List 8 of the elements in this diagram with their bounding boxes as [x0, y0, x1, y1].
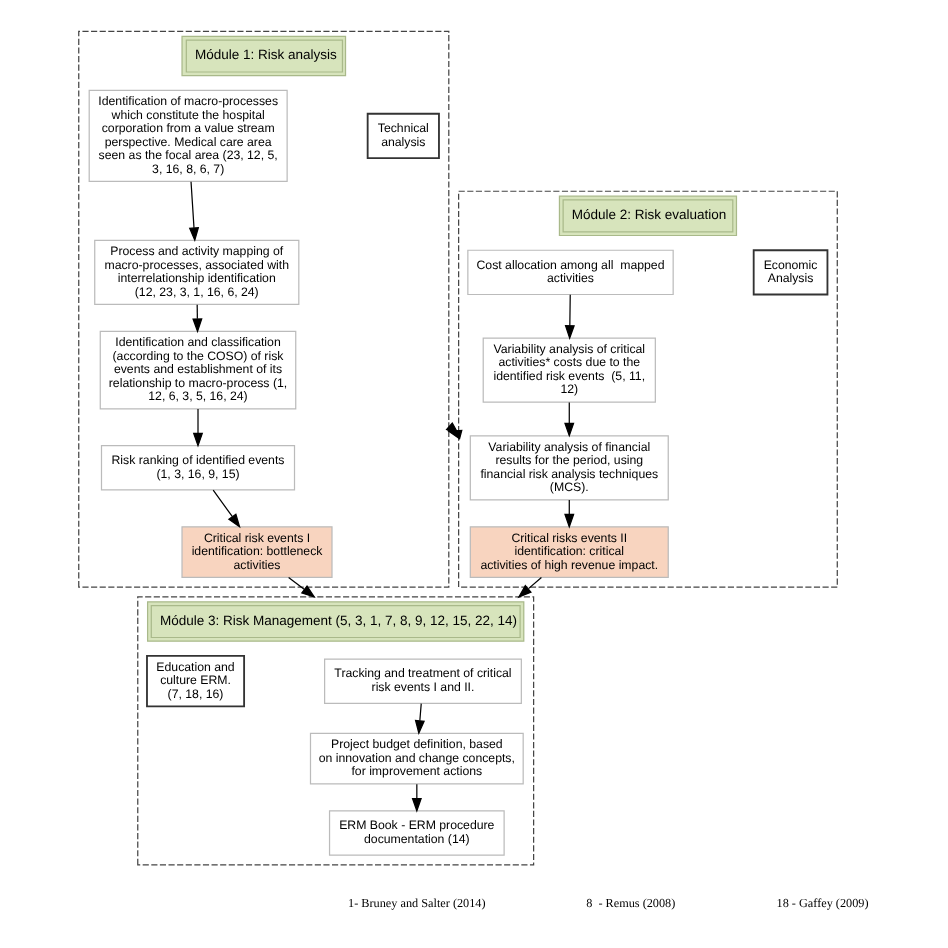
arrow — [188, 181, 200, 243]
arrow — [564, 294, 575, 340]
arrow — [192, 408, 204, 448]
arrow — [517, 576, 543, 599]
arrow — [564, 401, 575, 438]
arrow — [414, 703, 426, 735]
arrow — [288, 576, 316, 599]
arrow — [212, 489, 241, 529]
